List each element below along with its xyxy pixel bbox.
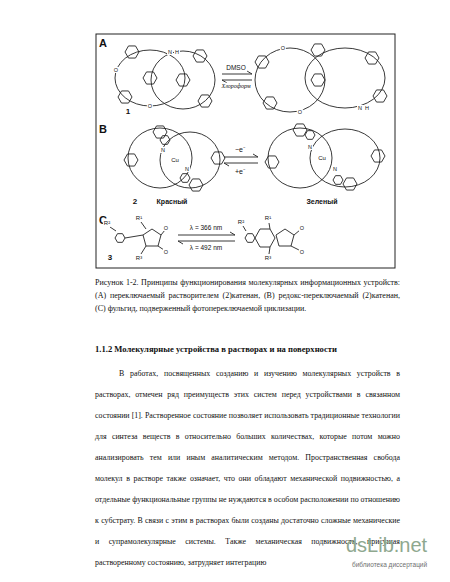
atom-label: N: [307, 144, 313, 150]
atom-label: N: [167, 49, 173, 55]
atom-label: H: [364, 105, 370, 111]
redox-label: +e⁻: [234, 168, 246, 176]
redox-label: −e⁻: [234, 146, 246, 154]
state-label: Красный: [156, 198, 189, 206]
fulgide-3-structures: [110, 222, 300, 254]
atom-label: N: [184, 166, 190, 172]
compound-number: 2: [132, 198, 138, 207]
atom-label: O: [280, 45, 286, 51]
atom-label: Cu: [170, 157, 180, 164]
catenane-1-structures: [115, 44, 387, 112]
substituent-label: R¹: [264, 215, 272, 222]
substituent-label: R¹: [135, 215, 143, 222]
atom-label: H: [174, 49, 180, 55]
solvent-label: DMSO: [225, 64, 247, 71]
compound-number: 1: [125, 108, 131, 117]
substituent-label: R²: [103, 220, 111, 227]
atom-label: O: [163, 249, 169, 255]
substituent-label: R³: [264, 255, 272, 262]
state-label: Зеленый: [305, 198, 338, 206]
wavelength-label: λ = 492 nm: [189, 244, 223, 251]
atom-label: O: [297, 109, 303, 115]
panel-letter: A: [99, 37, 107, 49]
atom-label: O: [113, 67, 119, 73]
figure-frame: [96, 34, 395, 268]
substituent-label: R²: [237, 219, 245, 226]
atom-label: O: [299, 249, 305, 255]
atom-label: N: [357, 105, 363, 111]
atom-label: N: [332, 166, 338, 172]
watermark: dsLib.net: [346, 534, 427, 556]
atom-label: O: [299, 225, 305, 231]
atom-label: O: [147, 103, 153, 109]
section-heading: 1.1.2 Молекулярные устройства в раствора…: [95, 345, 337, 354]
solvent-label: Хлороформ: [220, 83, 251, 90]
figure-caption: Рисунок 1-2. Принципы функционирования м…: [95, 276, 400, 315]
atom-label: N: [160, 147, 166, 153]
substituent-label: R³: [135, 255, 143, 262]
watermark: библиотека диссертаций: [352, 561, 427, 568]
catenane-2-structures: [124, 124, 385, 191]
panel-letter: B: [99, 123, 107, 135]
compound-number: 3: [107, 254, 113, 263]
atom-label: Cu: [317, 155, 327, 162]
atom-label: O: [163, 225, 169, 231]
wavelength-label: λ = 366 nm: [189, 224, 223, 231]
